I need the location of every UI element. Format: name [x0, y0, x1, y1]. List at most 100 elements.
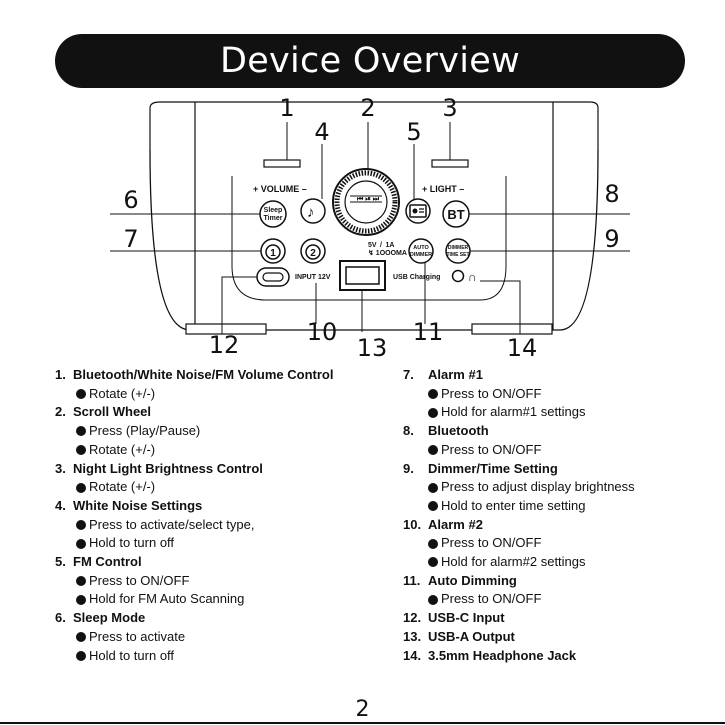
- bullet-icon: [76, 650, 86, 661]
- feature-title: FM Control: [73, 554, 142, 570]
- feature-title: USB-A Output: [428, 628, 515, 644]
- left-feature-list: 1.Bluetooth/White Noise/FM Volume Contro…: [55, 366, 385, 665]
- sleep-timer-button[interactable]: Sleep Timer: [259, 200, 287, 228]
- alarm2-button[interactable]: 2: [300, 238, 326, 264]
- feature-number: 4.: [55, 497, 66, 513]
- bullet-icon: [76, 482, 86, 493]
- callout-6: 6: [123, 186, 138, 214]
- feature-instruction: Rotate (+/-): [55, 385, 385, 404]
- bullet-icon: [76, 576, 86, 587]
- fm-button[interactable]: [405, 198, 431, 224]
- feature-number: 1.: [55, 367, 66, 382]
- feature-title: USB-C Input: [428, 610, 505, 626]
- feature-instruction: Press to activate/select type,: [55, 516, 385, 535]
- feature-heading: 5. FM Control: [55, 553, 385, 572]
- instruction-text: Press to activate/select type,: [89, 516, 255, 532]
- usb-label: USB Charging: [393, 274, 440, 281]
- headphone-jack[interactable]: [451, 269, 465, 283]
- bullet-icon: [428, 482, 438, 493]
- feature-title: Auto Dimming: [428, 572, 517, 588]
- callout-13: 13: [357, 334, 388, 362]
- light-label: + LIGHT –: [422, 184, 464, 194]
- instruction-text: Press to ON/OFF: [441, 385, 542, 401]
- input-label: INPUT 12V: [295, 274, 331, 281]
- bullet-icon: [428, 445, 438, 456]
- bottom-rule: [0, 722, 725, 724]
- instruction-text: Rotate (+/-): [89, 441, 156, 457]
- feature-number: 8.: [403, 423, 414, 439]
- feature-heading: 14.3.5mm Headphone Jack: [403, 647, 703, 666]
- feature-heading: 11. Auto Dimming: [403, 572, 703, 591]
- feature-number: 2.: [55, 404, 66, 420]
- callout-10: 10: [307, 318, 338, 346]
- feature-heading: 3. Night Light Brightness Control: [55, 460, 385, 479]
- device-diagram: + VOLUME – + LIGHT – ⏮ ⏯ ⏭ ♪ Sleep Timer…: [110, 94, 630, 362]
- sleep-label-1: Sleep: [264, 207, 283, 214]
- usb-a-port[interactable]: [339, 260, 386, 291]
- dimmer-label-2: TIME SET: [446, 252, 469, 258]
- instruction-text: Press to ON/OFF: [89, 572, 190, 588]
- light-indicator: [431, 159, 469, 168]
- feature-instruction: Hold for alarm#2 settings: [403, 553, 703, 572]
- feature-instruction: Hold for alarm#1 settings: [403, 403, 703, 422]
- callout-11: 11: [413, 318, 444, 346]
- callout-8: 8: [604, 180, 619, 208]
- feature-item: 13. USB-A Output: [403, 628, 703, 647]
- instruction-text: Hold for FM Auto Scanning: [89, 591, 245, 607]
- feature-title: Alarm #1: [428, 367, 483, 382]
- bt-button[interactable]: BT: [442, 200, 470, 228]
- feature-item: 14.3.5mm Headphone Jack: [403, 647, 703, 666]
- feature-number: 5.: [55, 554, 66, 570]
- instruction-text: Press to adjust display brightness: [441, 479, 635, 495]
- output-label-1: 5V / 1A: [368, 242, 394, 249]
- feature-number: 13.: [403, 628, 422, 644]
- dimmer-label-1: DIMMER: [448, 245, 469, 251]
- scroll-wheel[interactable]: ⏮ ⏯ ⏭: [332, 168, 400, 236]
- feature-number: 7.: [403, 367, 414, 382]
- feature-heading: 13. USB-A Output: [403, 628, 703, 647]
- bullet-icon: [76, 389, 86, 400]
- feature-heading: 12. USB-C Input: [403, 609, 703, 628]
- feature-number: 11.: [403, 572, 421, 588]
- instruction-text: Press to ON/OFF: [441, 591, 542, 607]
- output-label-2: ↯ 1OOOMA: [368, 249, 407, 257]
- headphone-icon: ∩: [468, 270, 477, 284]
- feature-heading: 6.Sleep Mode: [55, 609, 385, 628]
- feature-instruction: Hold to turn off: [55, 647, 385, 666]
- feature-heading: 10.Alarm #2: [403, 516, 703, 535]
- instruction-text: Press to ON/OFF: [441, 535, 542, 551]
- feature-title: Night Light Brightness Control: [73, 460, 263, 476]
- white-noise-button[interactable]: ♪: [300, 198, 326, 224]
- instruction-text: Hold to turn off: [89, 535, 175, 551]
- volume-label: + VOLUME –: [253, 184, 307, 194]
- instruction-text: Press to activate: [89, 628, 186, 644]
- callout-7: 7: [123, 225, 138, 253]
- instruction-text: Hold to enter time setting: [441, 497, 586, 513]
- usb-c-port[interactable]: [256, 267, 290, 287]
- device-body: [149, 101, 599, 335]
- feature-heading: 8.Bluetooth: [403, 422, 703, 441]
- alarm2-label: 2: [310, 248, 316, 259]
- bullet-icon: [76, 538, 86, 549]
- feature-number: 12.: [403, 610, 422, 626]
- feature-title: Dimmer/Time Setting: [428, 460, 558, 476]
- alarm1-label: 1: [270, 248, 276, 259]
- instruction-text: Press (Play/Pause): [89, 423, 201, 439]
- dimmer-timeset-button[interactable]: DIMMER TIME SET: [445, 238, 471, 264]
- auto-dimmer-button[interactable]: AUTO DIMMER: [408, 238, 434, 264]
- callout-9: 9: [604, 225, 619, 253]
- callout-3: 3: [442, 94, 457, 122]
- bt-label: BT: [447, 207, 464, 222]
- instruction-text: Rotate (+/-): [89, 479, 156, 495]
- callout-2: 2: [360, 94, 375, 122]
- feature-number: 3.: [55, 460, 66, 476]
- feature-heading: 4.White Noise Settings: [55, 497, 385, 516]
- bullet-icon: [428, 557, 438, 568]
- alarm1-button[interactable]: 1: [260, 238, 286, 264]
